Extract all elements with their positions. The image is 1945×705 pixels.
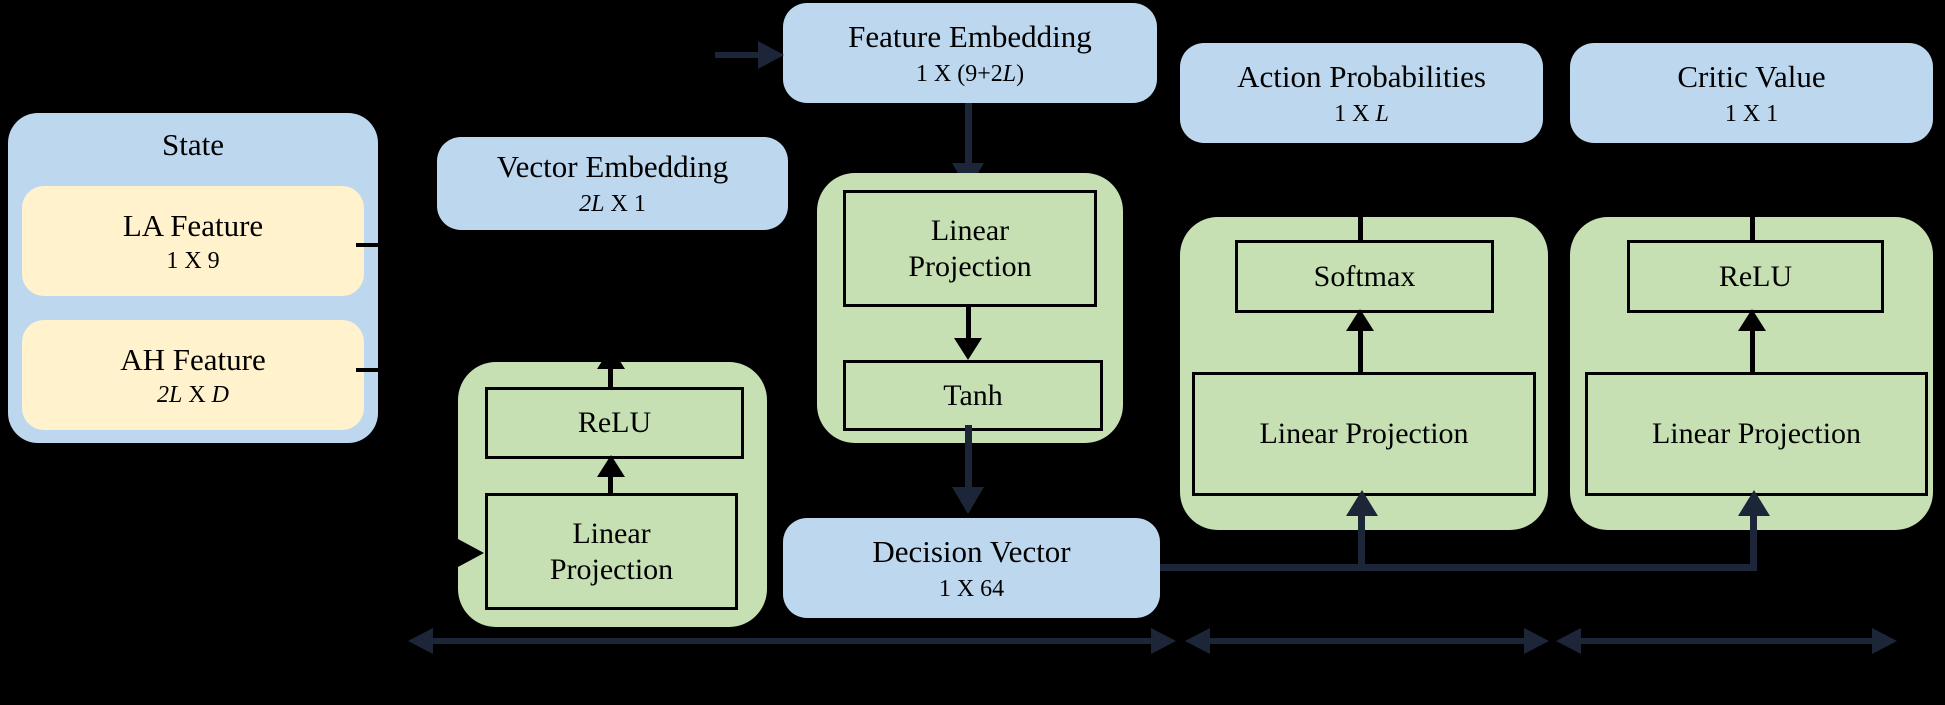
arrow-dv-to-critic-shaft [1750,514,1757,567]
arrow-actorlp-to-softmax-head [1346,309,1374,331]
la-feature-connector-stub [356,243,388,247]
vector-embedding-box: Vector Embedding 2L X 1 [437,137,788,230]
actor-softmax-box: Softmax [1235,240,1494,313]
feature-embedding-title: Feature Embedding [848,18,1092,54]
embedder-input-arrow-head [458,539,484,567]
embedder-output-arrow-shaft [608,367,613,387]
ah-feature-connector-stub [356,368,388,372]
embedder-output-arrow-head [597,347,625,369]
actor-linear-projection-label: Linear Projection [1259,417,1469,450]
span2-right-arrow [1524,628,1549,654]
span3-left-arrow [1556,628,1581,654]
arrow-lp-to-tanh-shaft [966,307,971,340]
arrow-actorlp-to-softmax-shaft [1358,329,1363,372]
decision-vector-box: Decision Vector 1 X 64 [783,518,1160,618]
arrow-dv-to-critic-head [1738,490,1770,516]
embedder-linear-projection-box: Linear Projection [485,493,738,610]
span2-left-arrow [1185,628,1210,654]
vector-embedding-dim: 2L X 1 [579,191,646,217]
encoder-tanh-box: Tanh [843,360,1103,431]
arrow-criticlp-to-relu-head [1738,309,1766,331]
la-feature-dim: 1 X 9 [166,247,220,274]
encoder-tanh-label: Tanh [943,378,1003,412]
critic-output-stub [1750,217,1755,240]
critic-value-title: Critic Value [1677,58,1826,94]
critic-relu-box: ReLU [1627,240,1884,313]
span3-right-arrow [1872,628,1897,654]
actor-linear-projection-box: Linear Projection [1192,372,1536,496]
vector-embedding-title: Vector Embedding [496,149,729,184]
actor-softmax-label: Softmax [1313,259,1416,293]
arrow-dv-to-actor-shaft [1358,514,1365,567]
embedder-relu-label: ReLU [577,406,652,439]
actor-output-stub [1358,217,1363,240]
arrow-tanh-to-dv-shaft [965,425,972,489]
feature-embedding-input-arrow-head [758,41,784,69]
feature-embedding-box: Feature Embedding 1 X (9+2L) [783,3,1157,103]
arrow-lp-to-relu-shaft [608,475,613,493]
span1-line [430,638,1153,644]
decision-vector-dim: 1 X 64 [938,575,1005,602]
critic-relu-label: ReLU [1718,259,1793,293]
la-feature-title: LA Feature [122,207,264,243]
embedder-linear-projection-label: Linear Projection [549,516,674,586]
dv-to-heads-line [1160,564,1757,571]
arrow-lp-to-relu-head [597,455,625,477]
arrow-dv-to-actor-head [1346,490,1378,516]
action-probabilities-box: Action Probabilities 1 X L [1180,43,1543,143]
encoder-linear-projection-box: Linear Projection [843,190,1097,307]
arrow-tanh-to-dv-head [952,487,984,514]
arrow-lp-to-tanh-head [954,338,982,360]
span1-right-arrow [1151,628,1176,654]
arrow-fe-to-encoder-shaft [965,103,972,165]
feature-embedding-dim: 1 X (9+2L) [915,60,1025,87]
span1-left-arrow [408,628,433,654]
span2-line [1208,638,1527,644]
encoder-linear-projection-label: Linear Projection [908,213,1032,283]
ah-feature-title: AH Feature [120,341,266,377]
critic-value-dim: 1 X 1 [1724,100,1779,127]
decision-vector-title: Decision Vector [872,533,1071,569]
critic-linear-projection-label: Linear Projection [1651,417,1862,450]
ah-feature-dim: 2L X D [156,381,230,408]
state-title: State [162,127,224,162]
action-probabilities-dim: 1 X L [1334,100,1389,127]
span3-line [1578,638,1874,644]
arrow-criticlp-to-relu-shaft [1750,329,1755,372]
action-probabilities-title: Action Probabilities [1237,58,1486,94]
la-feature-box: LA Feature 1 X 9 [22,186,364,296]
critic-value-box: Critic Value 1 X 1 [1570,43,1933,143]
feature-embedding-input-arrow-shaft [715,52,763,58]
embedder-relu-box: ReLU [485,387,744,459]
critic-linear-projection-box: Linear Projection [1585,372,1928,496]
ah-feature-box: AH Feature 2L X D [22,320,364,430]
